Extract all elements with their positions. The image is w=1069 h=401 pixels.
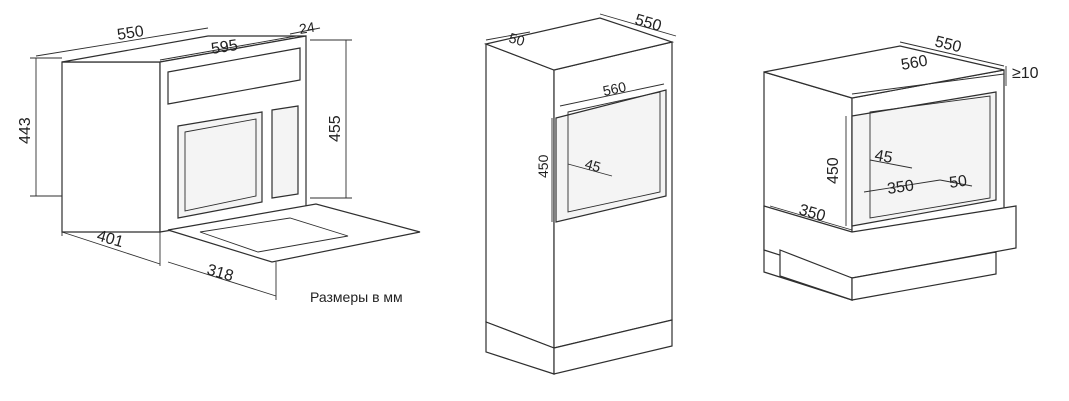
oven-window-inner [184, 118, 257, 212]
oven-window [177, 111, 263, 219]
oven-label-455: 455 [327, 115, 344, 142]
base-label-gap: ≥10 [1012, 65, 1039, 82]
oven-open-door [167, 203, 421, 263]
tall-label-560: 560 [601, 78, 627, 99]
tall-cabinet-niche [555, 89, 667, 223]
base-cabinet-plinth-front [851, 251, 997, 301]
oven-door-glass [199, 217, 349, 253]
oven-side-panel [61, 61, 161, 233]
tall-label-45: 45 [583, 156, 603, 176]
oven-drawing: 550 595 24 443 455 401 318 Размеры в мм [17, 19, 421, 305]
tall-cabinet-plinth-front [553, 319, 673, 375]
base-dim-line-560 [851, 73, 1005, 95]
base-label-350-front: 350 [797, 202, 827, 226]
units-caption: Размеры в мм [310, 289, 403, 305]
base-label-45: 45 [873, 147, 894, 167]
tall-cabinet-side [485, 43, 555, 349]
oven-dim-line-595 [159, 35, 297, 61]
oven-label-550: 550 [116, 23, 145, 44]
base-label-550: 550 [933, 33, 963, 56]
base-cabinet-niche-back [869, 95, 991, 219]
oven-side-window [271, 105, 299, 199]
oven-dim-line-550 [35, 27, 209, 57]
tall-label-450: 450 [535, 154, 551, 178]
oven-label-318: 318 [205, 262, 235, 286]
base-dim-line-50 [939, 179, 973, 187]
base-label-560: 560 [900, 53, 929, 74]
base-dim-line-550 [899, 41, 1005, 67]
base-dim-line-45 [869, 159, 913, 169]
oven-label-443: 443 [17, 117, 34, 144]
base-cabinet-top [763, 45, 1005, 99]
tall-label-50: 50 [507, 30, 527, 50]
base-dim-line-350-top [863, 179, 941, 193]
oven-control-panel [167, 47, 301, 105]
base-label-450: 450 [825, 157, 842, 184]
oven-dim-line-401 [61, 231, 161, 265]
tall-cabinet-drawing: 550 50 560 450 45 [483, 12, 677, 375]
tall-cabinet-niche-back [567, 91, 661, 213]
tall-cabinet-top [483, 17, 675, 71]
base-label-50: 50 [948, 173, 968, 192]
base-dim-line-350-front [769, 205, 853, 231]
oven-label-24: 24 [298, 19, 316, 37]
oven-label-401: 401 [95, 228, 125, 252]
tall-dim-line-550 [599, 13, 677, 37]
oven-dim-line-24 [289, 27, 321, 35]
tall-dim-line-45 [567, 163, 613, 177]
base-cabinet-drawing: 550 560 ≥10 450 45 350 50 350 [763, 33, 1039, 301]
base-cabinet-niche [851, 91, 997, 227]
tall-dim-line-50 [485, 31, 531, 41]
tall-dim-line-560 [559, 83, 665, 107]
oven-dim-line-318 [167, 261, 277, 297]
base-label-350-top: 350 [886, 177, 915, 198]
base-cabinet-drawer [763, 205, 1017, 279]
tall-label-550: 550 [633, 12, 663, 36]
oven-label-595: 595 [210, 37, 239, 58]
